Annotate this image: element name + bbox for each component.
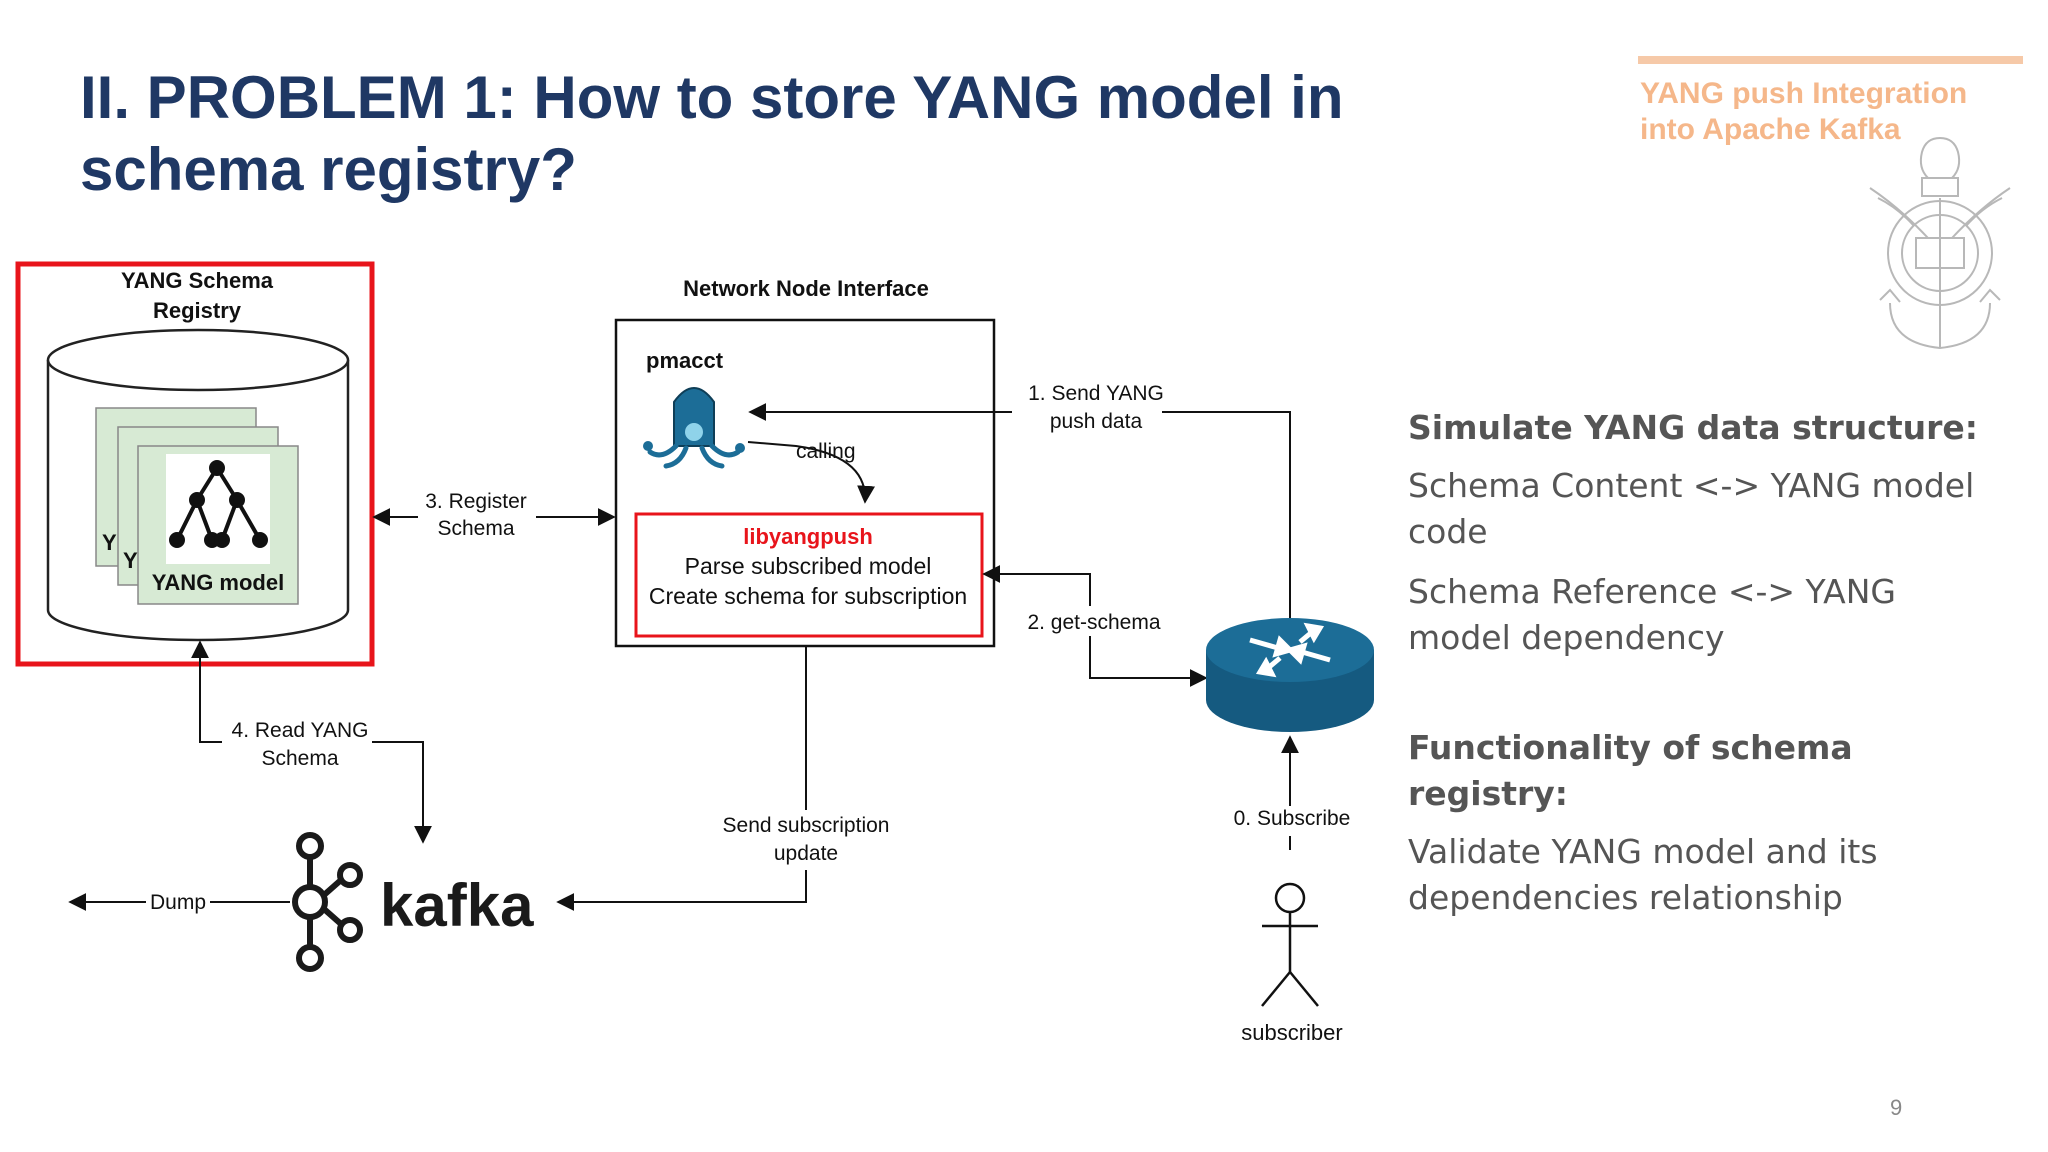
send-push-label-line2: push data [1050, 410, 1143, 433]
panel-item-schema-reference: Schema Reference <-> YANG model dependen… [1408, 572, 1896, 657]
dump-label: Dump [150, 891, 206, 914]
send-update-label-line1: Send subscription [723, 814, 890, 837]
kafka-wordmark: kafka [380, 872, 534, 939]
yang-model-label: YANG model [152, 570, 284, 595]
registry-title-line2: Registry [153, 298, 242, 323]
register-label-line1: 3. Register [425, 490, 527, 513]
get-schema-label: 2. get-schema [1027, 611, 1160, 634]
panel-heading-structure: Simulate YANG data structure: [1408, 408, 1978, 447]
calling-arrow [747, 441, 876, 504]
pmacct-label: pmacct [646, 348, 724, 373]
tree-structure-icon [169, 460, 268, 548]
libyangpush-line2: Create schema for subscription [649, 583, 967, 609]
read-label-line1: 4. Read YANG [232, 719, 369, 742]
subscribe-label-bg [1226, 806, 1356, 836]
subscribe-label: 0. Subscribe [1234, 807, 1351, 830]
send-update-arrow [556, 646, 807, 911]
slide-title: II. PROBLEM 1: How to store YANG model i… [80, 64, 1344, 203]
libyangpush-box [634, 512, 984, 638]
panel-heading-functionality: Functionality of schema registry: [1408, 728, 1853, 813]
registry-title-line1: YANG Schema [121, 268, 274, 293]
get-schema-label-bg [1022, 606, 1162, 636]
calling-label: calling [796, 440, 856, 463]
kafka-logo-icon [292, 832, 363, 972]
dump-label-bg [146, 888, 210, 916]
interface-title: Network Node Interface [683, 276, 929, 301]
yang-doc-stub-2: Y [123, 548, 138, 573]
send-update-label-bg [710, 810, 902, 870]
yang-doc-stub-1: Y [102, 530, 117, 555]
send-push-label-line1: 1. Send YANG [1028, 382, 1164, 405]
page-number: 9 [1890, 1095, 1903, 1120]
side-panel: Simulate YANG data structure: Schema Con… [1408, 405, 2008, 935]
send-push-label-bg [1012, 378, 1162, 438]
read-label-line2: Schema [261, 747, 338, 770]
router-icon [1206, 618, 1374, 732]
send-push-data-arrow [748, 403, 1291, 670]
subscriber-actor-icon [1261, 882, 1319, 1007]
school-emblem-icon [1869, 136, 2011, 350]
register-label-line2: Schema [437, 517, 514, 540]
libyangpush-title: libyangpush [743, 524, 873, 549]
architecture-diagram: YANG Schema Registry Y Y YANG model Netw… [15, 261, 1374, 1045]
subscriber-label: subscriber [1241, 1020, 1342, 1045]
register-label-bg [418, 488, 536, 544]
brand-bar [1638, 56, 2023, 64]
send-update-label-line2: update [774, 842, 838, 865]
read-label-bg [222, 714, 372, 774]
panel-gap [1408, 675, 2008, 725]
brand-label: YANG push Integration into Apache Kafka [1640, 77, 1968, 146]
libyangpush-line1: Parse subscribed model [685, 553, 932, 579]
panel-item-schema-content: Schema Content <-> YANG model code [1408, 466, 1975, 551]
panel-item-validate: Validate YANG model and its dependencies… [1408, 832, 1878, 917]
pmacct-octopus-icon [643, 387, 745, 469]
